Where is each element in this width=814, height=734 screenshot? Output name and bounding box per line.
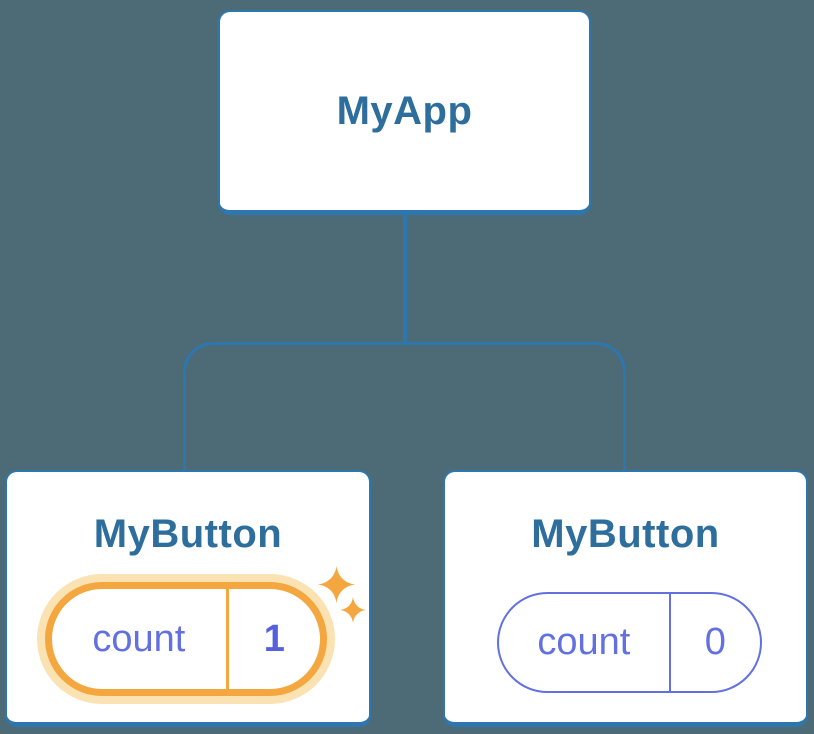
node-mybutton-left-label: MyButton	[93, 512, 283, 556]
state-pill-right: count 0	[497, 592, 762, 693]
node-mybutton-right-label: MyButton	[531, 512, 720, 556]
pill-divider	[225, 589, 229, 689]
node-myapp-label: MyApp	[336, 88, 473, 133]
node-mybutton-right: MyButton count 0	[443, 470, 808, 727]
pill-divider	[668, 594, 671, 691]
node-mybutton-left-title: MyButton	[7, 512, 369, 557]
tree-connector-stem	[403, 213, 407, 345]
node-myapp: MyApp	[218, 10, 591, 215]
state-key-label: count	[92, 617, 186, 660]
sparkle-small-icon	[340, 597, 366, 623]
state-value: 1	[263, 617, 285, 660]
state-value: 0	[704, 621, 726, 663]
tree-connector-bracket	[183, 342, 626, 470]
state-pill-highlight-halo: count 1	[37, 574, 335, 704]
state-pill-left: count 1	[45, 582, 327, 696]
node-mybutton-left: MyButton count 1	[5, 470, 371, 727]
node-mybutton-right-title: MyButton	[445, 512, 806, 557]
sparkles-icon	[318, 566, 355, 603]
state-key-label: count	[537, 621, 631, 663]
